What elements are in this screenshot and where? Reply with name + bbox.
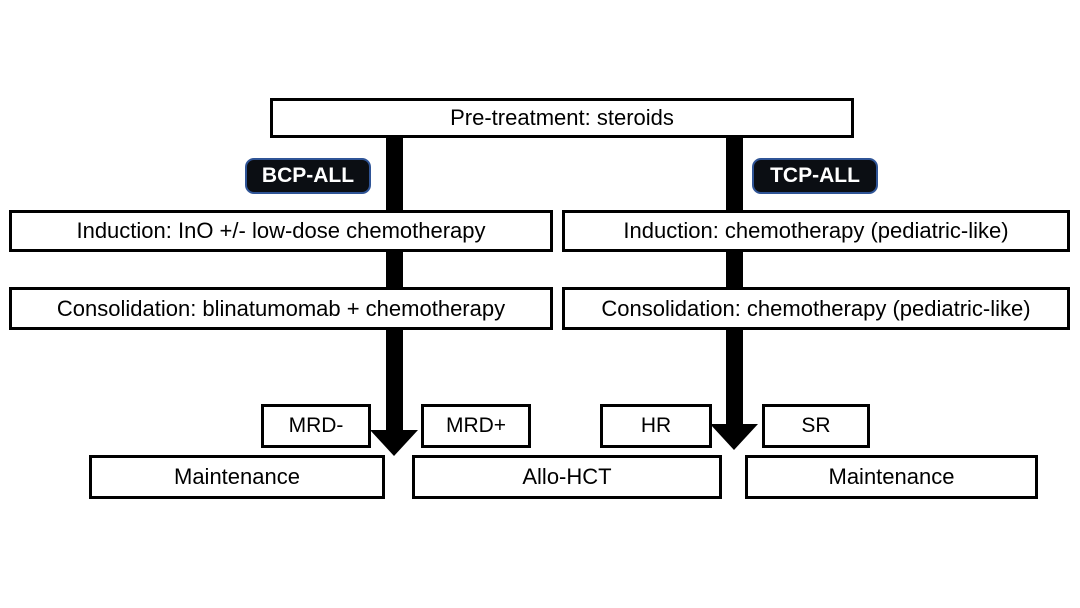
outcome-maintenance-tcp-box: Maintenance	[745, 455, 1038, 499]
bcp-flow-arrow-down-icon	[370, 430, 418, 456]
bcp-induction-box: Induction: InO +/- low-dose chemotherapy	[9, 210, 553, 252]
bcp-flow-arrow-shaft	[386, 138, 403, 432]
risk-box-mrd-positive: MRD+	[421, 404, 531, 448]
risk-box-high-risk: HR	[600, 404, 712, 448]
tcp-flow-arrow-shaft	[726, 138, 743, 426]
pretreatment-box: Pre-treatment: steroids	[270, 98, 854, 138]
bcp-all-badge: BCP-ALL	[245, 158, 371, 194]
tcp-consolidation-box: Consolidation: chemotherapy (pediatric-l…	[562, 287, 1070, 330]
tcp-induction-box: Induction: chemotherapy (pediatric-like)	[562, 210, 1070, 252]
outcome-allo-hct-box: Allo-HCT	[412, 455, 722, 499]
risk-box-standard-risk: SR	[762, 404, 870, 448]
risk-box-mrd-negative: MRD-	[261, 404, 371, 448]
tcp-all-badge: TCP-ALL	[752, 158, 878, 194]
bcp-consolidation-box: Consolidation: blinatumomab + chemothera…	[9, 287, 553, 330]
outcome-maintenance-bcp-box: Maintenance	[89, 455, 385, 499]
tcp-flow-arrow-down-icon	[710, 424, 758, 450]
